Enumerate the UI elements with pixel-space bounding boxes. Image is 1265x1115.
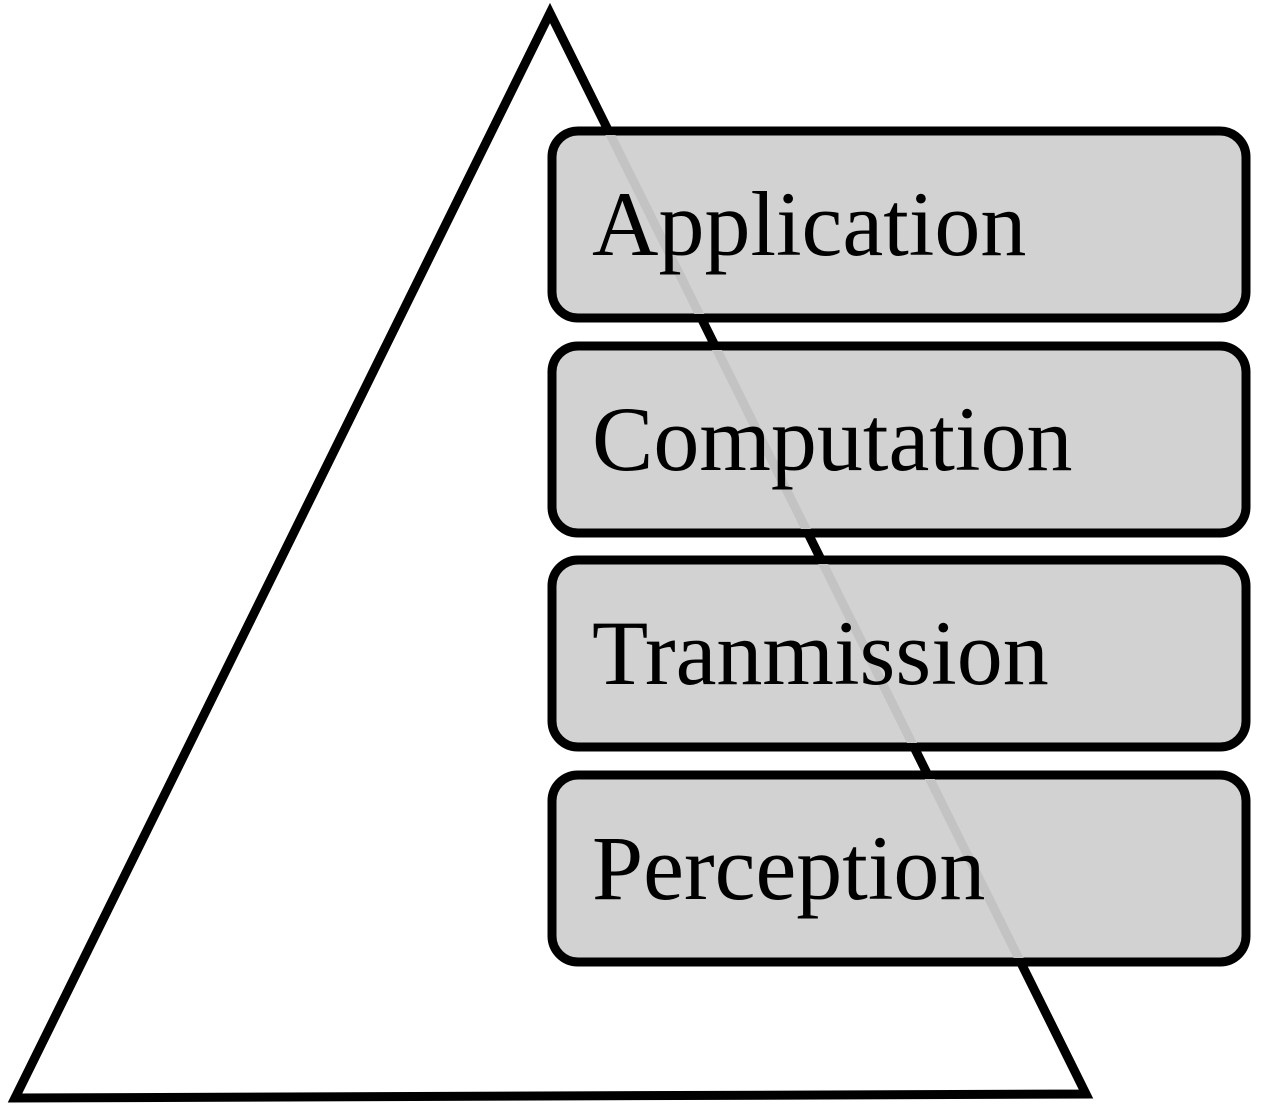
- layer-box-tranmission: [547, 555, 1251, 752]
- layer-box-application: [547, 126, 1251, 323]
- layer-box-perception: [547, 770, 1251, 967]
- layer-box-computation: [547, 341, 1251, 538]
- pyramid-triangle-outline: [7, 2, 1094, 1103]
